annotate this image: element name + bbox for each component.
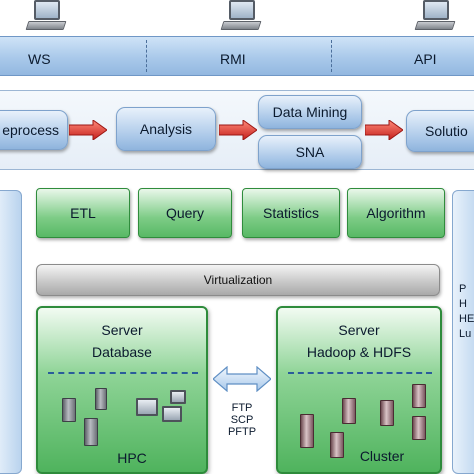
band-divider [146, 40, 147, 72]
algorithm-label: Algorithm [366, 205, 426, 221]
flow-arrow-icon [69, 120, 107, 140]
client-band [0, 36, 474, 76]
cluster-node-icon [412, 384, 426, 408]
protocol-pftp: PFTP [227, 426, 257, 438]
server-db-subtitle: Database [92, 344, 152, 360]
client-label-rmi: RMI [220, 51, 246, 67]
right-panel-line: H [459, 298, 467, 310]
server-tower-icon [62, 398, 76, 422]
right-panel-line: P [459, 283, 467, 295]
right-panel-line: Lu [459, 328, 472, 340]
solution-label: Solutio [425, 123, 468, 139]
preprocess-label: eprocess [2, 122, 59, 138]
right-panel-line: HE [459, 313, 474, 325]
server-hadoop-subtitle: Hadoop & HDFS [306, 344, 412, 360]
monitor-icon [136, 398, 158, 416]
data-mining-label: Data Mining [272, 104, 348, 120]
protocol-ftp: FTP [231, 402, 253, 414]
solution-stage: Solutio [406, 110, 474, 152]
left-side-panel [0, 190, 22, 474]
cluster-node-icon [330, 432, 344, 458]
statistics-tile: Statistics [242, 188, 340, 238]
monitor-icon [162, 406, 182, 422]
server-tower-icon [95, 388, 107, 410]
analysis-stage: Analysis [116, 107, 216, 151]
divider-line [288, 372, 432, 374]
protocol-scp: SCP [230, 414, 254, 426]
cluster-node-icon [300, 414, 314, 448]
monitor-icon [170, 390, 186, 404]
protocol-list: FTP SCP PFTP [216, 402, 268, 438]
data-mining-stage: Data Mining [258, 95, 362, 129]
hpc-label: HPC [117, 450, 147, 466]
virtualization-label: Virtualization [203, 273, 273, 287]
client-label-api: API [414, 51, 437, 67]
divider-line [48, 372, 198, 374]
cluster-label: Cluster [359, 448, 405, 464]
server-hadoop-title: Server [338, 322, 380, 338]
cluster-node-icon [342, 398, 356, 424]
server-tower-icon [84, 418, 98, 446]
sna-stage: SNA [258, 135, 362, 169]
preprocess-stage: eprocess [0, 110, 68, 150]
laptop-icon [220, 0, 262, 34]
etl-tile: ETL [36, 188, 130, 238]
server-db-title: Server [101, 322, 143, 338]
etl-label: ETL [70, 205, 96, 221]
laptop-icon [25, 0, 67, 34]
virtualization-bar: Virtualization [36, 264, 440, 296]
sna-label: SNA [295, 144, 325, 160]
flow-arrow-icon [219, 120, 257, 140]
band-divider [331, 40, 332, 72]
cluster-node-icon [380, 400, 394, 426]
transfer-arrow-icon [213, 366, 271, 392]
flow-arrow-icon [365, 120, 403, 140]
query-label: Query [165, 205, 205, 221]
analysis-label: Analysis [139, 121, 193, 137]
client-label-ws: WS [28, 51, 51, 67]
statistics-label: Statistics [262, 205, 319, 221]
right-panel-text: P H HE Lu [459, 282, 474, 342]
cluster-node-icon [412, 416, 426, 440]
laptop-icon [414, 0, 456, 34]
algorithm-tile: Algorithm [347, 188, 445, 238]
query-tile: Query [138, 188, 232, 238]
